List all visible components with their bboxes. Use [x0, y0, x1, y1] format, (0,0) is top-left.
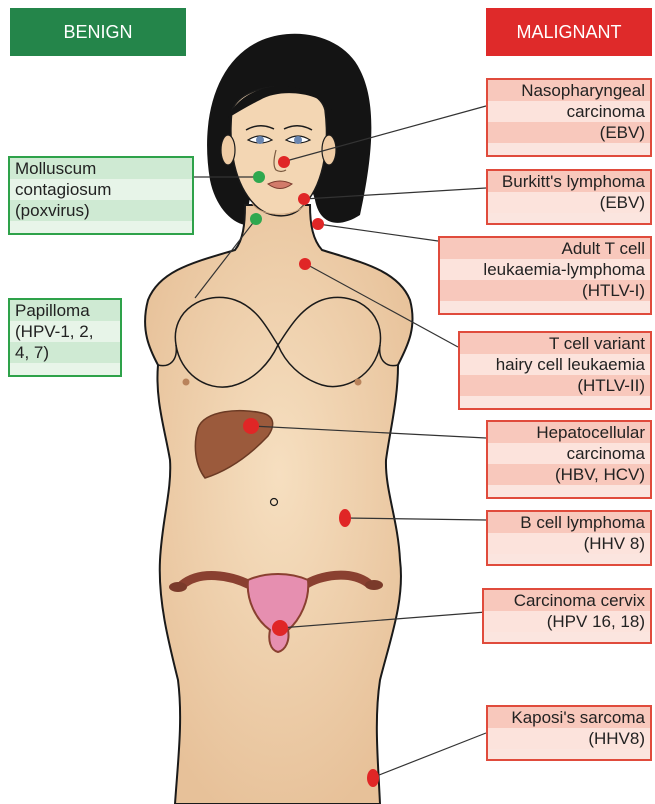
- body: [145, 205, 412, 804]
- malignant-marker-kaposi: [367, 769, 379, 787]
- benign-marker-molluscum: [253, 171, 265, 183]
- label-line: carcinoma: [488, 101, 650, 122]
- label-line: leukaemia-lymphoma: [440, 259, 650, 280]
- label-molluscum: Molluscum contagiosum (poxvirus): [8, 156, 194, 235]
- label-kaposi: Kaposi's sarcoma (HHV8): [486, 705, 652, 761]
- label-b-cell: B cell lymphoma (HHV 8): [486, 510, 652, 566]
- label-line: (HTLV-I): [440, 280, 650, 301]
- label-nasopharyngeal: Nasopharyngeal carcinoma (EBV): [486, 78, 652, 157]
- label-line: 4, 7): [10, 342, 120, 363]
- label-line: Kaposi's sarcoma: [488, 707, 650, 728]
- label-line: (HHV 8): [488, 533, 650, 554]
- label-line: carcinoma: [488, 443, 650, 464]
- label-line: (EBV): [488, 122, 650, 143]
- benign-marker-papilloma: [250, 213, 262, 225]
- malignant-header: MALIGNANT: [486, 8, 652, 56]
- malignant-marker-adult-t-cell: [312, 218, 324, 230]
- label-burkitt: Burkitt's lymphoma (EBV): [486, 169, 652, 225]
- label-line: Molluscum: [10, 158, 192, 179]
- label-line: Hepatocellular: [488, 422, 650, 443]
- label-hepatocellular: Hepatocellular carcinoma (HBV, HCV): [486, 420, 652, 499]
- malignant-marker-burkitt: [298, 193, 310, 205]
- malignant-marker-cervix: [272, 620, 288, 636]
- label-line: B cell lymphoma: [488, 512, 650, 533]
- malignant-marker-hairy-cell: [299, 258, 311, 270]
- label-line: Nasopharyngeal: [488, 80, 650, 101]
- label-line: (HTLV-II): [460, 375, 650, 396]
- label-line: T cell variant: [460, 333, 650, 354]
- label-line: Papilloma: [10, 300, 120, 321]
- benign-header: BENIGN: [10, 8, 186, 56]
- label-line: (poxvirus): [10, 200, 192, 221]
- label-line: (HHV8): [488, 728, 650, 749]
- label-line: Carcinoma cervix: [484, 590, 650, 611]
- label-line: hairy cell leukaemia: [460, 354, 650, 375]
- label-line: contagiosum: [10, 179, 192, 200]
- label-line: Burkitt's lymphoma: [488, 171, 650, 192]
- label-line: (HPV 16, 18): [484, 611, 650, 632]
- label-papilloma: Papilloma (HPV-1, 2, 4, 7): [8, 298, 122, 377]
- label-line: (EBV): [488, 192, 650, 213]
- label-adult-t-cell: Adult T cell leukaemia-lymphoma (HTLV-I): [438, 236, 652, 315]
- label-line: (HPV-1, 2,: [10, 321, 120, 342]
- malignant-marker-b-cell: [339, 509, 351, 527]
- label-cervix: Carcinoma cervix (HPV 16, 18): [482, 588, 652, 644]
- label-line: (HBV, HCV): [488, 464, 650, 485]
- label-line: Adult T cell: [440, 238, 650, 259]
- malignant-marker-hepatocellular: [243, 418, 259, 434]
- malignant-marker-nasopharyngeal: [278, 156, 290, 168]
- label-hairy-cell: T cell variant hairy cell leukaemia (HTL…: [458, 331, 652, 410]
